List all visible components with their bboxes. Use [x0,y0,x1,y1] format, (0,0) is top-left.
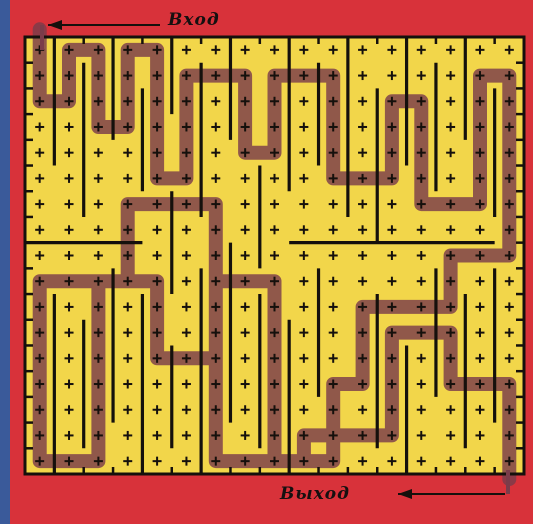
exit-label: Выход [280,484,350,504]
entrance-label: Вход [168,10,220,30]
